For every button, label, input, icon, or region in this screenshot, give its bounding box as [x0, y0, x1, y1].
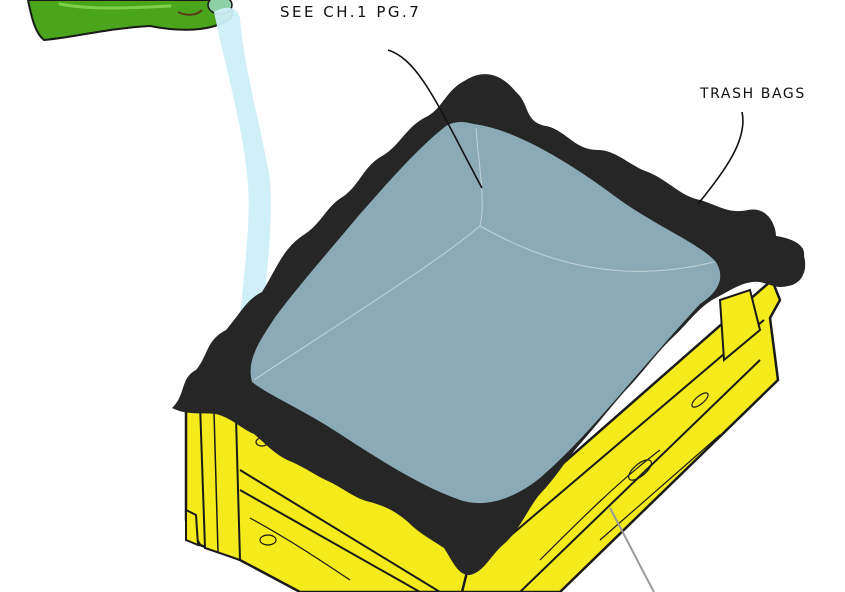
watering-bottle-icon [28, 0, 232, 40]
trash-bags-label: TRASH BAGS [700, 86, 806, 102]
trash-bags-leader-line [698, 112, 743, 204]
reference-label: SEE CH.1 PG.7 [280, 3, 421, 21]
